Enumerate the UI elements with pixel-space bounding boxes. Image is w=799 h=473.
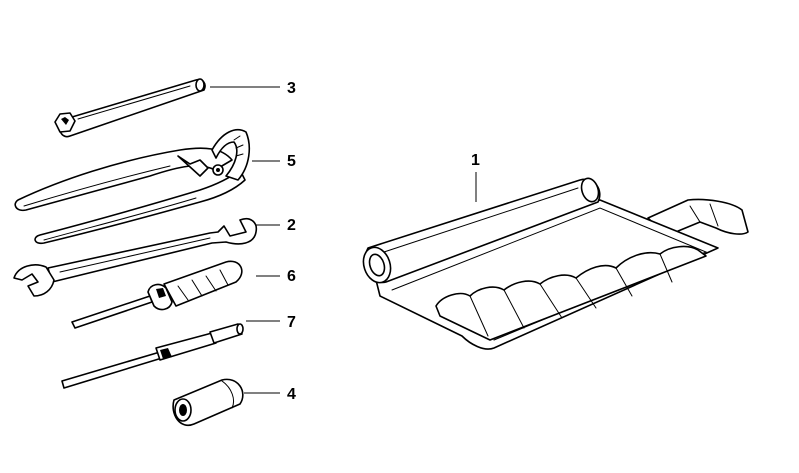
tool-roll-bag-drawing (362, 177, 749, 350)
callout-1: 1 (471, 152, 480, 169)
pliers-drawing (14, 128, 251, 245)
callout-4: 4 (287, 386, 296, 403)
callout-5: 5 (287, 153, 296, 170)
open-end-wrench-drawing (13, 217, 258, 297)
socket-drawing (172, 378, 244, 427)
screwdriver-drawing (71, 260, 243, 329)
callout-3: 3 (287, 80, 296, 97)
socket-wrench-drawing (54, 78, 206, 138)
callout-2: 2 (287, 217, 296, 234)
callout-7: 7 (287, 314, 296, 331)
callout-6: 6 (287, 268, 296, 285)
screwdriver-blade-drawing (61, 323, 244, 389)
